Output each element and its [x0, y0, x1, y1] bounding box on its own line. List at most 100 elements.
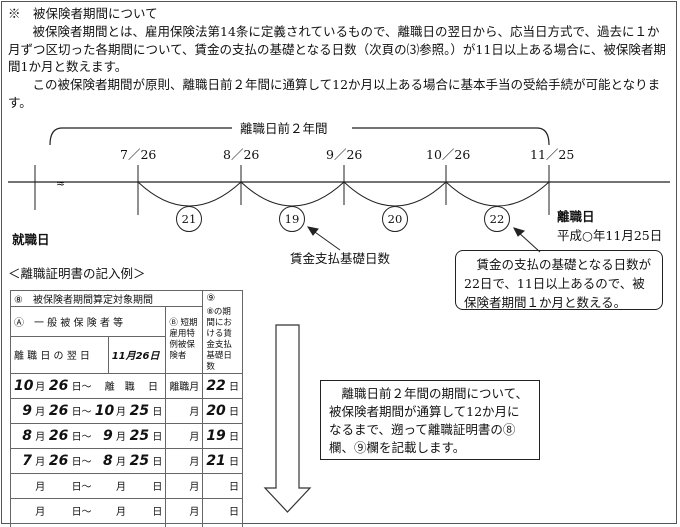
days-value: 19 — [206, 427, 226, 444]
header-9-desc: ⑧の期間における賃金支払基礎日数 — [202, 306, 243, 374]
unit-day: 日 — [228, 456, 239, 468]
pointer-arrows — [306, 226, 541, 253]
to-day: 25 — [129, 452, 150, 469]
to-day: 25 — [129, 427, 150, 444]
header-b: Ⓑ 短期雇用特例被保険者 — [165, 306, 204, 374]
unit-day: 日～ — [71, 406, 92, 418]
days-circle: 21 — [176, 206, 202, 232]
period-cell: 8 月 26 日～ 9 月 25 日 — [9, 422, 167, 449]
date-label: 10／26 — [426, 147, 471, 162]
unit-day: 日～ — [71, 456, 92, 468]
days-cell: 日 — [202, 472, 243, 499]
break-mark-icon: ≈ — [56, 177, 65, 190]
days-value: 21 — [206, 452, 226, 469]
days-cell: 22 日 — [202, 372, 243, 399]
unit-day: 日 — [228, 381, 239, 393]
to-month: 10 — [94, 402, 115, 419]
unit-day: 日～ — [71, 431, 92, 443]
from-month: 8 — [22, 427, 32, 444]
unit-day: 日～ — [71, 381, 92, 393]
short-term-cell: 月 — [165, 447, 204, 474]
from-day: 26 — [48, 427, 69, 444]
paragraph-requirement: この被保険者期間が原則、離職日前２年間に通算して12か月以上ある場合に基本手当の… — [8, 77, 661, 110]
date-label: 8／26 — [223, 147, 260, 162]
unit-month: 月 — [35, 482, 46, 493]
unit-month: 月 — [35, 507, 46, 518]
period-cell: 7 月 26 日～ 8 月 25 日 — [9, 447, 167, 474]
two-year-label: 離職日前２年間 — [236, 120, 332, 137]
unit-month: 月 — [115, 456, 126, 468]
unit-day: 日 — [228, 506, 239, 518]
short-term-cell: 月 — [165, 422, 204, 449]
next-day-value: 11月26日 — [107, 335, 167, 374]
days-value: 20 — [206, 402, 226, 419]
days-cell: 20 日 — [202, 397, 243, 424]
to-text: 離 職 — [104, 381, 135, 393]
days-cell: 日 — [202, 497, 243, 524]
unit-day: 日 — [152, 507, 163, 518]
short-term-cell: 月 — [165, 472, 204, 499]
days-value: 22 — [206, 377, 226, 394]
end-date-value: 平成○年11月25日 — [557, 228, 663, 243]
unit-day: 日 — [147, 381, 158, 393]
table-row: 10 月 26 日～ 離 職 日 離職月 22 日 — [9, 372, 243, 399]
unit-month: 月 — [115, 406, 126, 418]
unit-day: 日～ — [71, 507, 92, 518]
from-month: 7 — [22, 452, 32, 469]
to-day: 25 — [129, 402, 150, 419]
example-title: ＜離職証明書の記入例＞ — [8, 266, 146, 281]
table-row: 月 日～ 月 日 月 日 — [9, 472, 243, 499]
period-ticks — [137, 165, 550, 215]
unit-day: 日 — [228, 481, 239, 493]
unit-day: 日 — [152, 456, 163, 468]
unit-month: 月 — [115, 482, 126, 493]
period-cell: 月 日～ 月 日 — [9, 472, 167, 499]
from-day: 26 — [48, 402, 69, 419]
from-month: 10 — [14, 377, 34, 394]
days-label: 賃金支払基礎日数 — [290, 251, 391, 266]
unit-month: 月 — [35, 431, 46, 443]
table-row: 7 月 26 日～ 8 月 25 日 月 21 日 — [9, 447, 243, 474]
start-date-label: 就職日 — [12, 232, 50, 247]
unit-month: 月 — [115, 507, 126, 518]
note-box: 離職日前２年間の期間について、被保険者期間が通算して12か月になるまで、遡って離… — [320, 380, 540, 460]
next-day-label: 離 職 日 の 翌 日 — [10, 335, 109, 374]
days-circle: 20 — [382, 206, 408, 232]
unit-day: 日 — [152, 431, 163, 443]
period-cell: 9 月 26 日～ 10 月 25 日 — [9, 397, 167, 424]
down-arrow-icon — [263, 324, 312, 513]
short-term-cell: 月 — [165, 497, 204, 524]
header-9: ⑨ — [202, 290, 243, 307]
table-row: 9 月 26 日～ 10 月 25 日 月 20 日 — [9, 397, 243, 424]
unit-day: 日～ — [71, 482, 92, 493]
header-8: ⑧ 被保険者期間算定対象期間 — [9, 290, 204, 307]
unit-month: 月 — [115, 431, 126, 443]
unit-day: 日 — [228, 431, 239, 443]
paragraph-definition: 被保険者期間とは、雇用保険法第14条に定義されているもので、離職日の翌日から、応… — [8, 24, 666, 74]
table-row: 月 日～ 月 日 月 日 — [9, 497, 243, 524]
days-circle: 22 — [484, 206, 510, 232]
from-month: 9 — [22, 402, 32, 419]
header-a: Ⓐ 一 般 被 保 険 者 等 — [9, 306, 167, 337]
two-year-bracket — [49, 127, 550, 146]
period-cell: 10 月 26 日～ 離 職 日 — [9, 372, 167, 399]
date-label: 7／26 — [120, 147, 157, 162]
from-day: 26 — [48, 452, 69, 469]
end-date-label: 離職日 — [557, 209, 595, 224]
days-cell: 19 日 — [202, 422, 243, 449]
table-row: 8 月 26 日～ 9 月 25 日 月 19 日 — [9, 422, 243, 449]
to-month: 9 — [103, 427, 113, 444]
callout-box: 賃金の支払の基礎となる日数が22日で、11日以上あるので、被保険者期間１か月と数… — [455, 250, 663, 310]
period-cell: 月 日～ 月 日 — [9, 497, 167, 524]
to-month: 8 — [103, 452, 113, 469]
unit-month: 月 — [35, 406, 46, 418]
days-cell: 21 日 — [202, 447, 243, 474]
short-term-cell: 離職月 — [165, 372, 204, 399]
section-heading: ※ 被保険者期間について — [8, 6, 158, 21]
days-circle: 19 — [279, 206, 305, 232]
short-term-cell: 月 — [165, 397, 204, 424]
certificate-example-table: ⑧ 被保険者期間算定対象期間 ⑨ Ⓐ 一 般 被 保 険 者 等 Ⓑ 短期雇用特… — [9, 290, 243, 527]
